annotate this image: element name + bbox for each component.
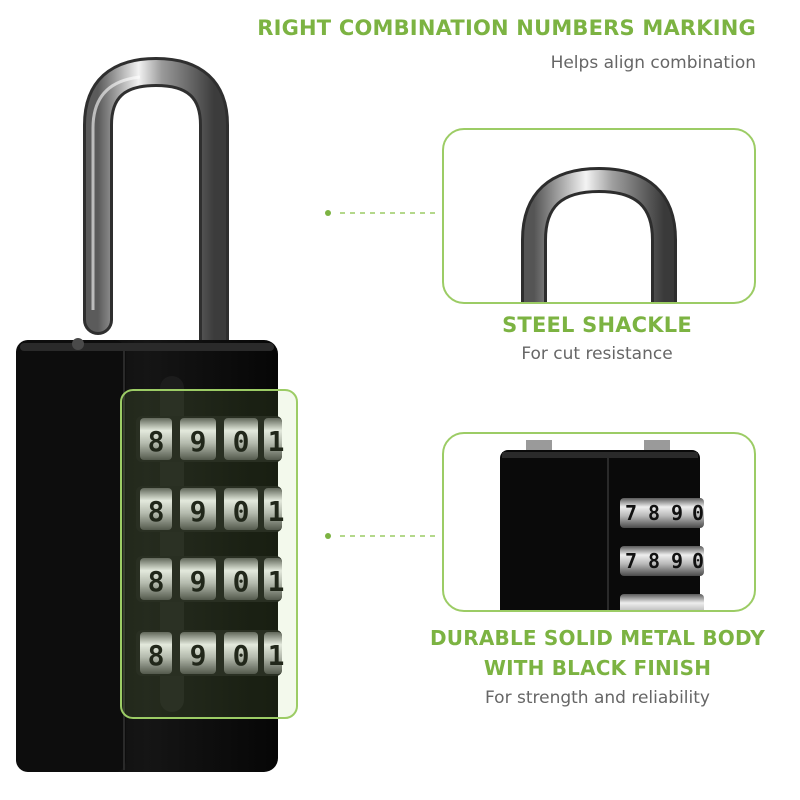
feature-title-shackle: STEEL SHACKLE xyxy=(502,313,692,337)
dial-digit: 8 xyxy=(648,501,660,525)
dial-digit: 0 xyxy=(692,501,704,525)
combination-dials: 8 9 0 1 8 9 0 1 8 9 0 1 xyxy=(136,416,284,676)
body-callout-box: 7 8 9 0 7 8 9 0 xyxy=(442,432,756,612)
dial-digit: 8 xyxy=(148,639,165,672)
dial-digit: 1 xyxy=(268,565,285,598)
dial-row-2: 8 9 0 1 xyxy=(136,486,284,532)
dial-digit: 0 xyxy=(233,495,250,528)
shackle-callout-box xyxy=(442,128,756,304)
dial-digit: 7 xyxy=(625,501,637,525)
shackle xyxy=(83,56,229,360)
dial-digit: 9 xyxy=(190,425,207,458)
dial-highlight-frame xyxy=(120,389,298,719)
dial-digit: 1 xyxy=(268,425,285,458)
dial-digit: 9 xyxy=(190,565,207,598)
dial-digit: 8 xyxy=(148,565,165,598)
dial-digit: 9 xyxy=(671,501,683,525)
feature-title-body-line2: WITH BLACK FINISH xyxy=(483,656,712,680)
feature-subtitle-shackle: For cut resistance xyxy=(521,344,673,364)
dial-digit: 1 xyxy=(268,495,285,528)
dial-digit: 7 xyxy=(625,549,637,573)
connector-shackle xyxy=(325,210,440,216)
dial-digit: 0 xyxy=(233,639,250,672)
dial-digit: 0 xyxy=(233,565,250,598)
dial-row-3: 8 9 0 1 xyxy=(136,556,284,602)
feature-title-combination: RIGHT COMBINATION NUMBERS MARKING xyxy=(257,16,756,40)
dial-digit: 9 xyxy=(190,639,207,672)
dial-row-1: 8 9 0 1 xyxy=(136,416,284,462)
dial-digit: 8 xyxy=(148,495,165,528)
connector-body xyxy=(325,533,440,539)
feature-subtitle-body: For strength and reliability xyxy=(485,688,710,708)
dial-digit: 0 xyxy=(692,549,704,573)
dial-digit: 9 xyxy=(671,549,683,573)
dial-digit: 1 xyxy=(268,639,285,672)
feature-title-body-line1: DURABLE SOLID METAL BODY xyxy=(429,626,765,650)
dial-digit: 0 xyxy=(233,425,250,458)
dial-row-4: 8 9 0 1 xyxy=(136,630,284,676)
dial-digit: 8 xyxy=(648,549,660,573)
feature-subtitle-combination: Helps align combination xyxy=(550,53,756,73)
body-closeup-image: 7 8 9 0 7 8 9 0 xyxy=(500,440,704,610)
dial-digit: 9 xyxy=(190,495,207,528)
shackle-closeup-image xyxy=(521,166,677,302)
dial-digit: 8 xyxy=(148,425,165,458)
